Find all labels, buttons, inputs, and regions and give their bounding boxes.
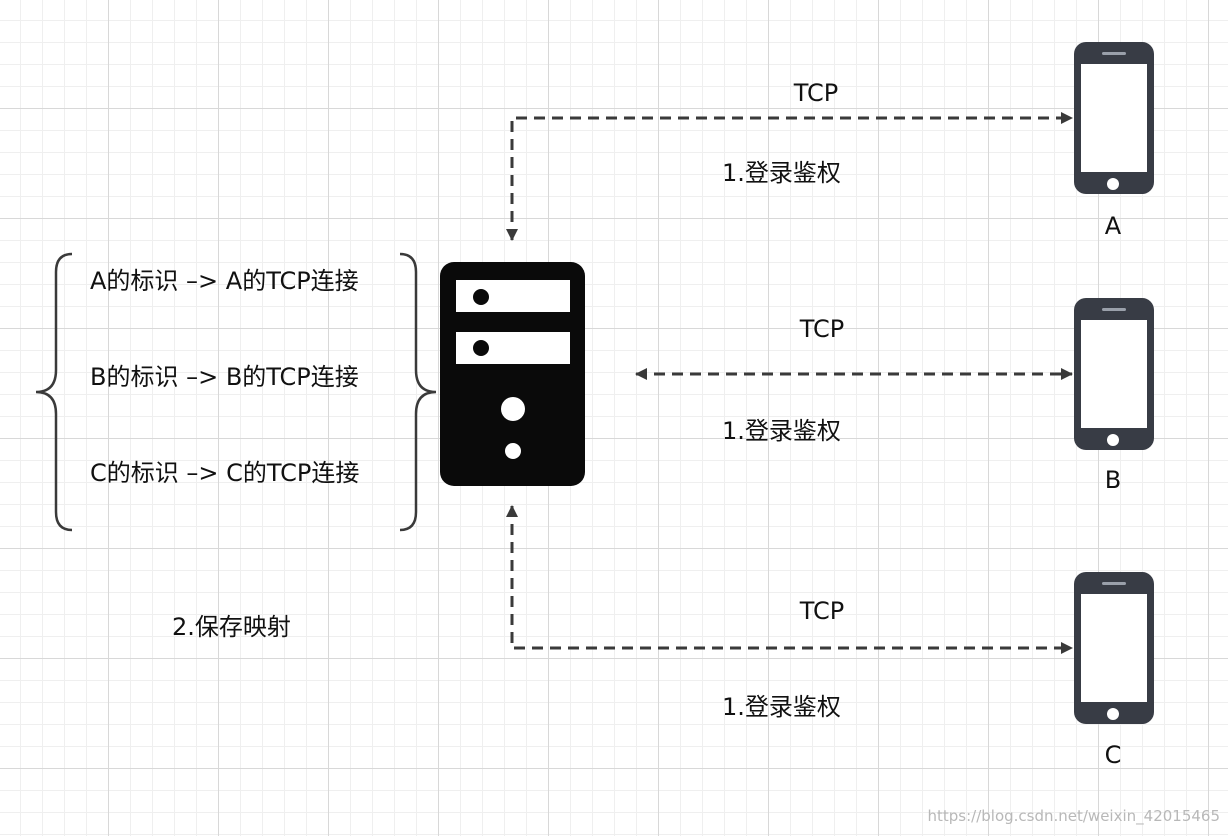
mapping-entry-c: C的标识 –> C的TCP连接 [90,459,360,487]
phone-c-label: C [1104,741,1122,769]
right-brace [399,252,437,532]
phone-b-icon [1074,298,1154,450]
connector-to-c [506,505,1073,654]
connection-b-protocol: TCP [799,315,845,343]
connection-c-protocol: TCP [799,597,845,625]
connection-b-step: 1.登录鉴权 [722,417,841,445]
connection-a-step: 1.登录鉴权 [722,159,841,187]
phone-c-icon [1074,572,1154,724]
save-mapping-label: 2.保存映射 [172,613,291,641]
watermark: https://blog.csdn.net/weixin_42015465 [927,807,1220,825]
server-icon [440,262,585,486]
connection-c-step: 1.登录鉴权 [722,693,841,721]
phone-b-label: B [1104,466,1122,494]
connector-to-a [506,112,1073,241]
phone-a-label: A [1104,212,1122,240]
phone-a-icon [1074,42,1154,194]
left-brace [35,252,73,532]
mapping-entry-a: A的标识 –> A的TCP连接 [90,267,359,295]
mapping-entry-b: B的标识 –> B的TCP连接 [90,363,359,391]
connection-a-protocol: TCP [793,79,839,107]
